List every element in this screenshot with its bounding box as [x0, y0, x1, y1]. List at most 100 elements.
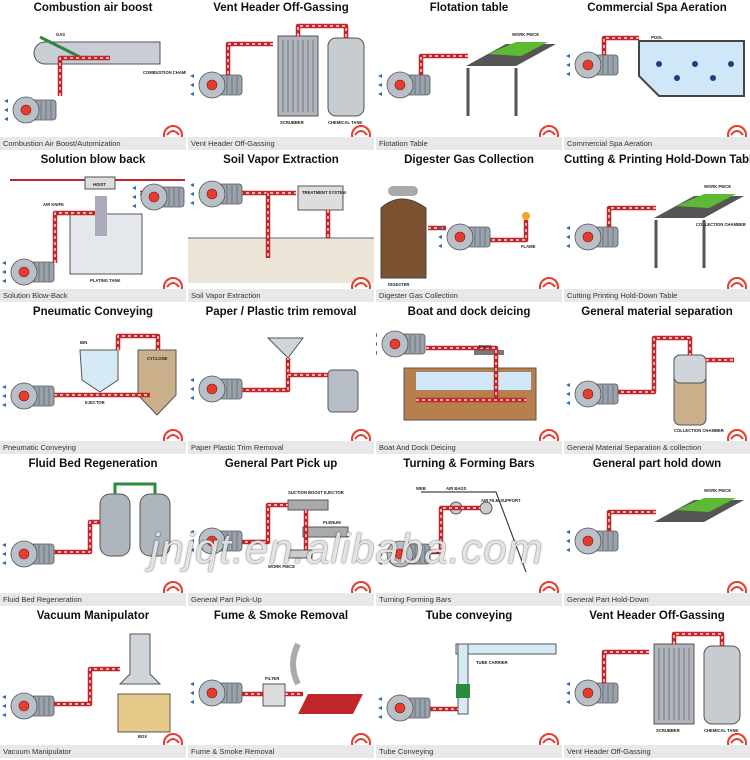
airflow-arrow: [190, 530, 194, 534]
tile-title: Vacuum Manipulator: [36, 610, 150, 622]
work-bench: [298, 694, 363, 714]
diagram-label: WEB: [416, 486, 426, 491]
tile-title: Pneumatic Conveying: [32, 306, 154, 318]
airflow-arrow: [378, 92, 382, 96]
logo-swirl: [166, 130, 180, 136]
blower-hub: [148, 191, 160, 203]
tile-caption: Cutting Printing Hold-Down Table: [564, 289, 750, 302]
tile-title: General part hold down: [592, 458, 722, 470]
digester: [380, 198, 427, 279]
airflow-arrow: [190, 387, 194, 391]
pipe-dash: [603, 651, 649, 694]
tube-vertical: [457, 643, 469, 715]
diagram-label: GAS: [56, 32, 65, 37]
pipe-dash: [426, 347, 497, 400]
logo-swirl: [542, 586, 556, 592]
bed-vessel: [99, 493, 131, 557]
airflow-arrow: [438, 226, 442, 230]
blower-hub: [394, 79, 406, 91]
tile-caption: Fluid Bed Regeneration: [0, 593, 186, 606]
pipe-dash: [40, 521, 100, 553]
blower-hub: [18, 700, 30, 712]
application-diagram: BOX: [2, 633, 183, 745]
green-pipe: [113, 482, 157, 494]
work-piece: [488, 42, 548, 56]
tile-caption: Digester Gas Collection: [376, 289, 562, 302]
airflow-arrow: [566, 682, 570, 686]
diagram-label: DIGESTER: [388, 282, 409, 287]
diagram-label: BIN: [80, 340, 87, 345]
airflow-arrow: [190, 539, 194, 543]
airflow-arrow: [132, 195, 136, 199]
airflow-arrow: [566, 700, 570, 704]
tile-title: Paper / Plastic trim removal: [205, 306, 357, 318]
diagram-label: FLAME: [521, 244, 536, 249]
tile-title: Fume & Smoke Removal: [213, 610, 349, 622]
pipe-dash: [421, 507, 480, 553]
airflow-arrow: [566, 72, 570, 76]
application-diagram: WORK PIECE: [378, 32, 559, 137]
application-diagram: POOL: [566, 35, 747, 137]
diagram-label: EJECTOR: [85, 400, 105, 405]
chemical-tank: [703, 645, 741, 725]
diagram-label: AIR BAGS: [446, 486, 467, 491]
tile-title: Vent Header Off-Gassing: [589, 610, 725, 622]
logo-swirl: [354, 434, 368, 440]
diagram-label: HOIST: [93, 182, 106, 187]
airflow-arrow: [190, 92, 194, 96]
airflow-arrow: [2, 704, 6, 708]
filter: [262, 683, 286, 707]
digester-cap: [388, 186, 418, 196]
tile-caption: Solution Blow-Back: [0, 289, 186, 302]
blower-hub: [582, 59, 594, 71]
airflow-arrow: [190, 682, 194, 686]
tube: [455, 643, 557, 655]
tile-caption: Vent Header Off-Gassing: [188, 137, 374, 150]
tile-caption: Fume & Smoke Removal: [188, 745, 374, 758]
airflow-arrow: [4, 99, 8, 103]
blower-hub: [582, 535, 594, 547]
blower-hub: [18, 390, 30, 402]
blower-hub: [206, 535, 218, 547]
airflow-arrow: [438, 235, 442, 239]
tube-carrier: [456, 684, 470, 698]
tile-title: Solution blow back: [40, 154, 146, 166]
tile-caption: Vent Header Off-Gassing: [564, 745, 750, 758]
application-diagram: TREATMENT SYSTEM: [188, 180, 374, 289]
pool: [638, 40, 745, 97]
combustion-chamber: [33, 41, 161, 65]
logo-swirl: [730, 738, 744, 744]
diagram-label: SCRUBBER: [280, 120, 304, 125]
application-diagram: COLLECTION CHAMBER: [566, 335, 747, 441]
airflow-arrow: [4, 117, 8, 121]
application-diagram: DIGESTER FLAME: [380, 186, 559, 289]
air-jet: [674, 75, 680, 81]
logo-swirl: [730, 434, 744, 440]
diagram-label: WORK PIECE: [512, 32, 539, 37]
tile-caption: Turning Forming Bars: [376, 593, 562, 606]
logo-swirl: [354, 282, 368, 288]
application-diagram: DOCK: [376, 330, 559, 441]
hood: [266, 337, 304, 359]
work-piece: [676, 194, 736, 208]
pipe-dash: [609, 337, 691, 393]
blower-hub: [454, 231, 466, 243]
airflow-arrow: [2, 561, 6, 565]
application-diagram: [2, 482, 183, 593]
tile-title: General Part Pick up: [224, 458, 338, 470]
pipe-dash: [486, 220, 527, 241]
tile-title: Fluid Bed Regeneration: [28, 458, 158, 470]
tile-title: Cutting & Printing Hold-Down Table: [564, 154, 750, 166]
blower-hub: [389, 338, 401, 350]
tile-caption: Pneumatic Conveying: [0, 441, 186, 454]
